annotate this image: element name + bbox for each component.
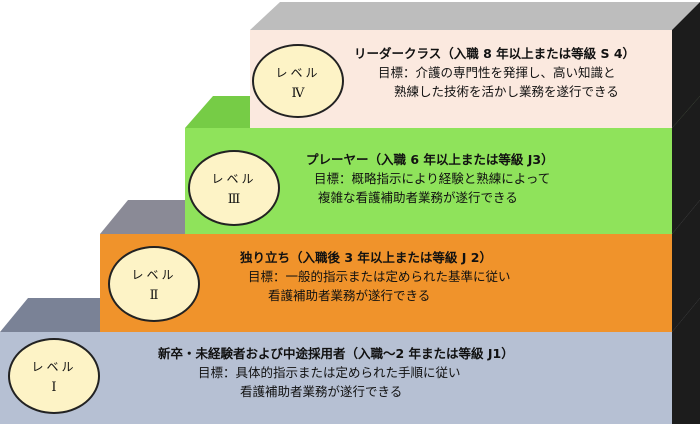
level-4-label: レベル bbox=[275, 66, 321, 80]
level-2-text: 独り立ち（入職後 3 年以上または等級 J 2） 目標：一般的指示または定められ… bbox=[240, 248, 511, 305]
level-1-numeral: Ⅰ bbox=[51, 380, 57, 395]
level-3-label: レベル bbox=[211, 172, 257, 186]
level-1-goal-line2: 看護補助者業務が遂行できる bbox=[240, 384, 403, 399]
level-3-text: プレーヤー（入職 6 年以上または等級 J3） 目標：概略指示により経験と熟練に… bbox=[306, 150, 554, 207]
level-4-goal-line2: 熟練した技術を活かし業務を遂行できる bbox=[394, 84, 619, 99]
level-1-title: 新卒・未経験者および中途採用者（入職～2 年または等級 J1） bbox=[158, 346, 514, 361]
level-3-side bbox=[672, 96, 700, 234]
level-2-side bbox=[672, 200, 700, 332]
level-2-label: レベル bbox=[131, 268, 177, 282]
level-4-top bbox=[250, 2, 700, 30]
level-4-numeral: Ⅳ bbox=[291, 86, 305, 101]
level-4-text: リーダークラス（入職 8 年以上または等級 S 4） 目標：介護の専門性を発揮し… bbox=[354, 44, 635, 101]
level-4-side bbox=[672, 2, 700, 128]
level-1-face bbox=[0, 332, 672, 424]
level-2-title: 独り立ち（入職後 3 年以上または等級 J 2） bbox=[240, 250, 492, 265]
level-3-goal-line2: 複雑な看護補助者業務が遂行できる bbox=[318, 190, 518, 205]
level-1-label: レベル bbox=[31, 360, 77, 374]
level-1-oval: レベル Ⅰ bbox=[8, 338, 100, 414]
level-1-goal-line1: 目標：具体的指示または定められた手順に従い bbox=[198, 365, 461, 380]
level-4-oval: レベル Ⅳ bbox=[252, 44, 344, 118]
level-4-title: リーダークラス（入職 8 年以上または等級 S 4） bbox=[354, 46, 636, 61]
level-3-numeral: Ⅲ bbox=[227, 192, 241, 207]
level-1-side bbox=[672, 298, 700, 424]
level-1-text: 新卒・未経験者および中途採用者（入職～2 年または等級 J1） 目標：具体的指示… bbox=[158, 344, 514, 401]
level-2-goal-line1: 目標：一般的指示または定められた基準に従い bbox=[248, 269, 511, 284]
level-4-goal-line1: 目標：介護の専門性を発揮し、高い知識と bbox=[378, 65, 616, 80]
level-3-goal-line1: 目標：概略指示により経験と熟練によって bbox=[314, 171, 551, 186]
level-3-oval: レベル Ⅲ bbox=[188, 150, 280, 226]
level-2-oval: レベル Ⅱ bbox=[108, 246, 200, 322]
level-2-numeral: Ⅱ bbox=[149, 288, 159, 303]
level-2-goal-line2: 看護補助者業務が遂行できる bbox=[268, 288, 431, 303]
level-3-title: プレーヤー（入職 6 年以上または等級 J3） bbox=[306, 152, 554, 167]
